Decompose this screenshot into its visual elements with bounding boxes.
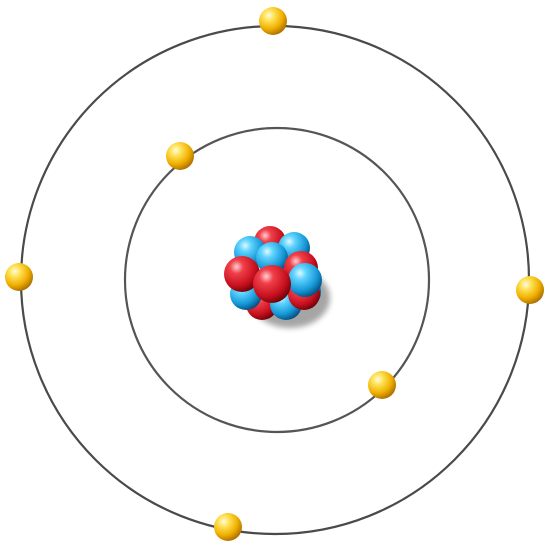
electron bbox=[166, 142, 194, 170]
neutron bbox=[288, 263, 322, 297]
electron bbox=[259, 7, 287, 35]
electron bbox=[5, 263, 33, 291]
electron bbox=[368, 371, 396, 399]
nucleus bbox=[224, 226, 330, 328]
proton bbox=[224, 256, 260, 292]
inner-orbit-electrons bbox=[166, 142, 396, 399]
electron bbox=[516, 276, 544, 304]
outer-orbit-electrons bbox=[5, 7, 544, 541]
electron bbox=[214, 513, 242, 541]
proton bbox=[253, 265, 291, 303]
inner-orbit bbox=[123, 126, 431, 434]
neutron bbox=[256, 242, 288, 274]
